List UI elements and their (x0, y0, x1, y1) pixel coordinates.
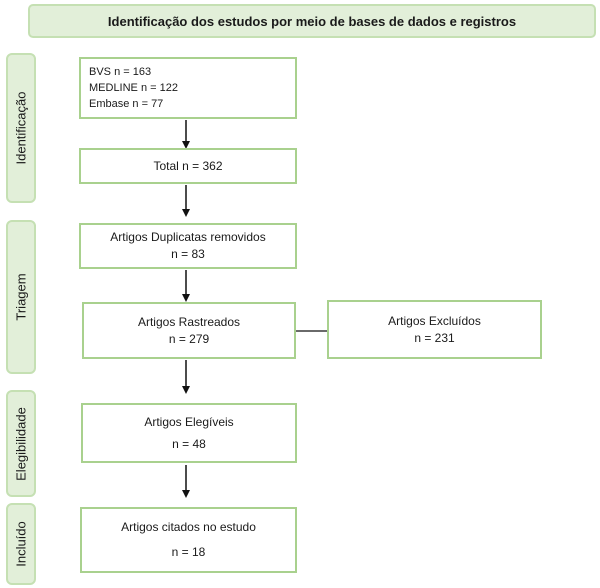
excluded-box: Artigos Excluídos n = 231 (327, 300, 542, 359)
phase-triagem: Triagem (6, 220, 36, 374)
phase-elegibilidade: Elegibilidade (6, 390, 36, 497)
duplicates-label: Artigos Duplicatas removidos (110, 230, 266, 244)
duplicates-box: Artigos Duplicatas removidos n = 83 (79, 223, 297, 269)
excluded-count: n = 231 (414, 330, 455, 345)
diagram-title: Identificação dos estudos por meio de ba… (107, 13, 517, 29)
screened-label: Artigos Rastreados (137, 314, 241, 329)
database-embase: Embase n = 77 (89, 98, 164, 110)
included-count: n = 18 (171, 545, 206, 559)
included-label: Artigos citados no estudo (121, 520, 256, 534)
phase-incluido: Incluído (6, 503, 36, 585)
eligible-label: Artigos Elegíveis (144, 414, 234, 429)
duplicates-count: n = 83 (171, 247, 205, 261)
total-box: Total n = 362 (79, 148, 297, 184)
screened-count: n = 279 (168, 331, 210, 346)
excluded-label: Artigos Excluídos (388, 313, 481, 328)
database-bvs: BVS n = 163 (89, 66, 152, 78)
eligible-count: n = 48 (172, 436, 206, 451)
databases-box: BVS n = 163 MEDLINE n = 122 Embase n = 7… (79, 57, 297, 119)
eligible-box: Artigos Elegíveis n = 48 (81, 403, 297, 463)
total-label: Total n = 362 (153, 158, 223, 173)
screened-box: Artigos Rastreados n = 279 (82, 302, 296, 359)
diagram-title-box: Identificação dos estudos por meio de ba… (28, 4, 596, 38)
included-box: Artigos citados no estudo n = 18 (80, 507, 297, 573)
database-medline: MEDLINE n = 122 (89, 82, 178, 94)
phase-identificacao: Identificação (6, 53, 36, 203)
